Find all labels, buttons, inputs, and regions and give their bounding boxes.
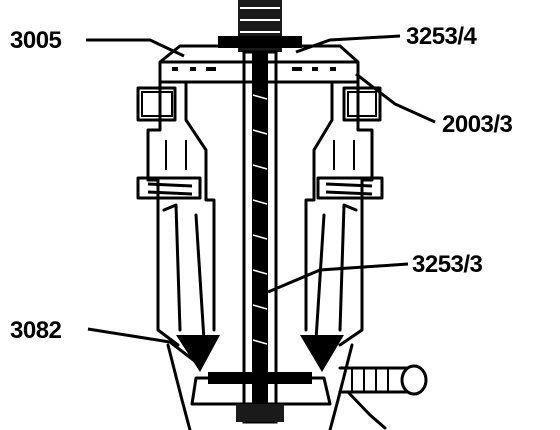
right-housing — [304, 80, 384, 347]
callout-3253-3: 3253/3 — [412, 251, 483, 278]
callout-3082: 3082 — [10, 317, 62, 344]
callout-3005: 3005 — [10, 27, 62, 54]
left-housing — [136, 80, 216, 347]
leader-lines — [86, 34, 436, 364]
callout-2003-3: 2003/3 — [442, 111, 513, 138]
side-bolt — [338, 364, 428, 430]
callout-3253-4: 3253/4 — [406, 23, 478, 50]
top-plate — [158, 36, 360, 84]
lower-cones — [166, 335, 354, 430]
bottom-plate — [190, 372, 332, 422]
